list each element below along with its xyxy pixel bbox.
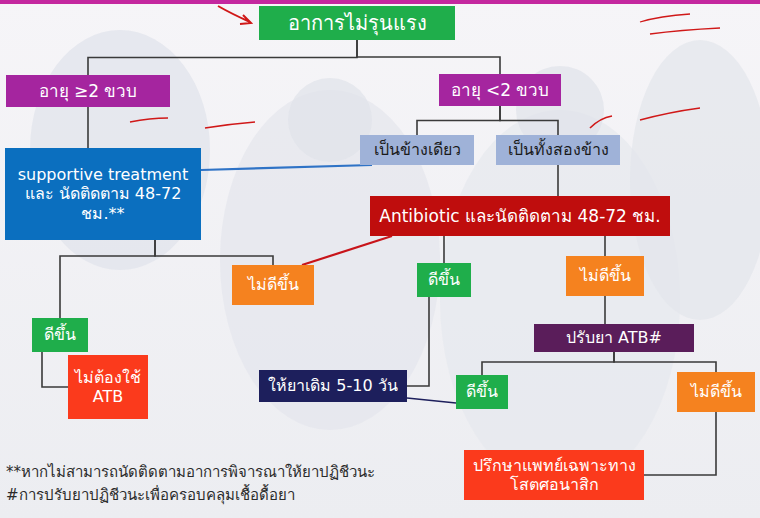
connector-line bbox=[604, 236, 606, 256]
treatment-box: supportive treatment และ นัดติดตาม 48-72… bbox=[5, 148, 201, 240]
outcome-box: ดีขึ้น bbox=[32, 318, 88, 352]
connector-line bbox=[482, 352, 614, 375]
connector-line bbox=[87, 107, 89, 148]
connector-line bbox=[201, 165, 372, 170]
node-text: ไม่ดีขึ้น bbox=[248, 275, 299, 294]
connector-line bbox=[407, 297, 429, 386]
node-text: เป็นทั้งสองข้าง bbox=[508, 140, 609, 159]
age-box: อายุ <2 ขวบ bbox=[439, 74, 561, 106]
handwritten-mark bbox=[590, 116, 612, 128]
handwritten-scribble bbox=[205, 122, 255, 128]
connector-line bbox=[644, 412, 716, 475]
result-box: ไม่ต้องใช้ ATB bbox=[68, 355, 148, 419]
connector-line bbox=[604, 296, 606, 324]
node-text: ให้ยาเดิม 5-10 วัน bbox=[268, 376, 397, 395]
node-text: อายุ <2 ขวบ bbox=[451, 80, 550, 100]
node-text: เป็นข้างเดียว bbox=[374, 140, 461, 159]
side-box: เป็นข้างเดียว bbox=[360, 135, 474, 165]
faded-figure bbox=[630, 40, 760, 320]
node-text: ไม่ดีขึ้น bbox=[580, 266, 631, 285]
outcome-box: ดีขึ้น bbox=[417, 263, 471, 297]
top-band bbox=[0, 0, 760, 4]
age-box: อายุ ≥2 ขวบ bbox=[6, 75, 170, 107]
handwritten-arrow bbox=[218, 6, 251, 24]
node-text: อายุ ≥2 ขวบ bbox=[39, 81, 138, 101]
connector-line bbox=[42, 352, 68, 387]
node-text: ปรึกษาแพทย์เฉพาะทาง โสตศอนาสิก bbox=[471, 456, 637, 494]
footnote: #การปรับยาปฏิชีวนะเพื่อครอบคลุมเชื้อดื้อ… bbox=[6, 483, 295, 507]
connector-line bbox=[500, 106, 558, 135]
outcome-box: ดีขึ้น bbox=[456, 375, 508, 409]
node-text: ไม่ดีขึ้น bbox=[691, 382, 742, 401]
process-box: ปรับยา ATB# bbox=[534, 324, 694, 352]
node-text: ปรับยา ATB# bbox=[566, 328, 662, 347]
connector-line bbox=[60, 240, 155, 318]
outcome-box: ไม่ดีขึ้น bbox=[677, 372, 755, 412]
node-text: ดีขึ้น bbox=[428, 270, 460, 289]
treatment-box: Antibiotic และนัดติดตาม 48-72 ชม. bbox=[370, 196, 670, 236]
connector-line bbox=[443, 236, 445, 263]
side-box: เป็นทั้งสองข้าง bbox=[496, 135, 620, 165]
connector-line bbox=[155, 240, 273, 265]
node-text: ไม่ต้องใช้ ATB bbox=[75, 368, 141, 406]
node-text: ดีขึ้น bbox=[44, 325, 76, 344]
node-text: Antibiotic และนัดติดตาม 48-72 ชม. bbox=[379, 206, 660, 226]
node-text: อาการไม่รุนแรง bbox=[288, 11, 427, 35]
connector-line bbox=[614, 352, 716, 372]
process-box: ให้ยาเดิม 5-10 วัน bbox=[259, 370, 407, 402]
node-text: ดีขึ้น bbox=[466, 382, 498, 401]
node-text: supportive treatment และ นัดติดตาม 48-72… bbox=[12, 165, 194, 223]
footnote: **หากไม่สามารถนัดติดตามอาการพิจารณาให้ยา… bbox=[6, 460, 375, 484]
connector-line bbox=[407, 398, 456, 403]
connector-line bbox=[88, 40, 357, 75]
outcome-box: ไม่ดีขึ้น bbox=[232, 265, 314, 305]
start-box: อาการไม่รุนแรง bbox=[259, 6, 455, 40]
connector-line bbox=[302, 236, 392, 265]
outcome-box: ไม่ดีขึ้น bbox=[566, 256, 644, 296]
handwritten-scribble bbox=[640, 108, 700, 120]
connector-line bbox=[557, 165, 559, 196]
connector-line bbox=[417, 106, 500, 135]
connector-line bbox=[357, 40, 500, 74]
result-box: ปรึกษาแพทย์เฉพาะทาง โสตศอนาสิก bbox=[464, 450, 644, 500]
handwritten-scribble bbox=[640, 14, 720, 34]
handwritten-mark bbox=[130, 118, 168, 122]
